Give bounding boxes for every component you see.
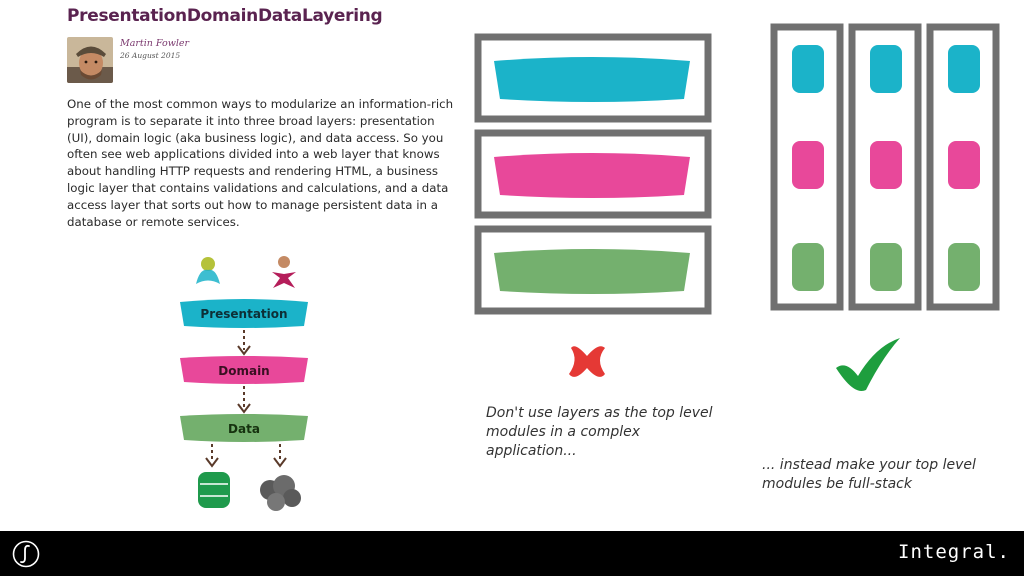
data-layer: Data [180, 414, 308, 442]
layer-diagram: Presentation Domain Data [170, 250, 320, 515]
publish-date: 26 August 2015 [120, 51, 181, 60]
database-icon [198, 472, 230, 508]
slide: PresentationDomainDataLayering Martin Fo… [67, 6, 1002, 515]
remote-service-icon [260, 475, 301, 511]
presentation-layer: Presentation [180, 299, 308, 328]
user-icon-left [196, 257, 220, 284]
footer-brand: Integral. [898, 541, 1010, 563]
author-name[interactable]: Martin Fowler [120, 38, 190, 49]
article-body: One of the most common ways to modulariz… [67, 97, 454, 229]
user-icon-right [272, 256, 296, 288]
footer-bar: Integral. [0, 531, 1024, 576]
article-title: PresentationDomainDataLayering [67, 6, 383, 26]
layered-modules [474, 33, 712, 315]
domain-layer: Domain [180, 356, 308, 384]
full-stack-caption: ... instead make your top level modules … [762, 457, 976, 492]
integral-logo-icon [12, 540, 40, 568]
author-avatar [67, 37, 113, 83]
full-stack-modules [770, 23, 1002, 311]
cross-icon [565, 340, 609, 384]
domain-label: Domain [218, 364, 269, 378]
check-icon [832, 336, 904, 396]
presentation-label: Presentation [200, 307, 287, 321]
data-label: Data [228, 422, 260, 436]
layers-warning-caption: Don't use layers as the top level module… [486, 405, 713, 459]
